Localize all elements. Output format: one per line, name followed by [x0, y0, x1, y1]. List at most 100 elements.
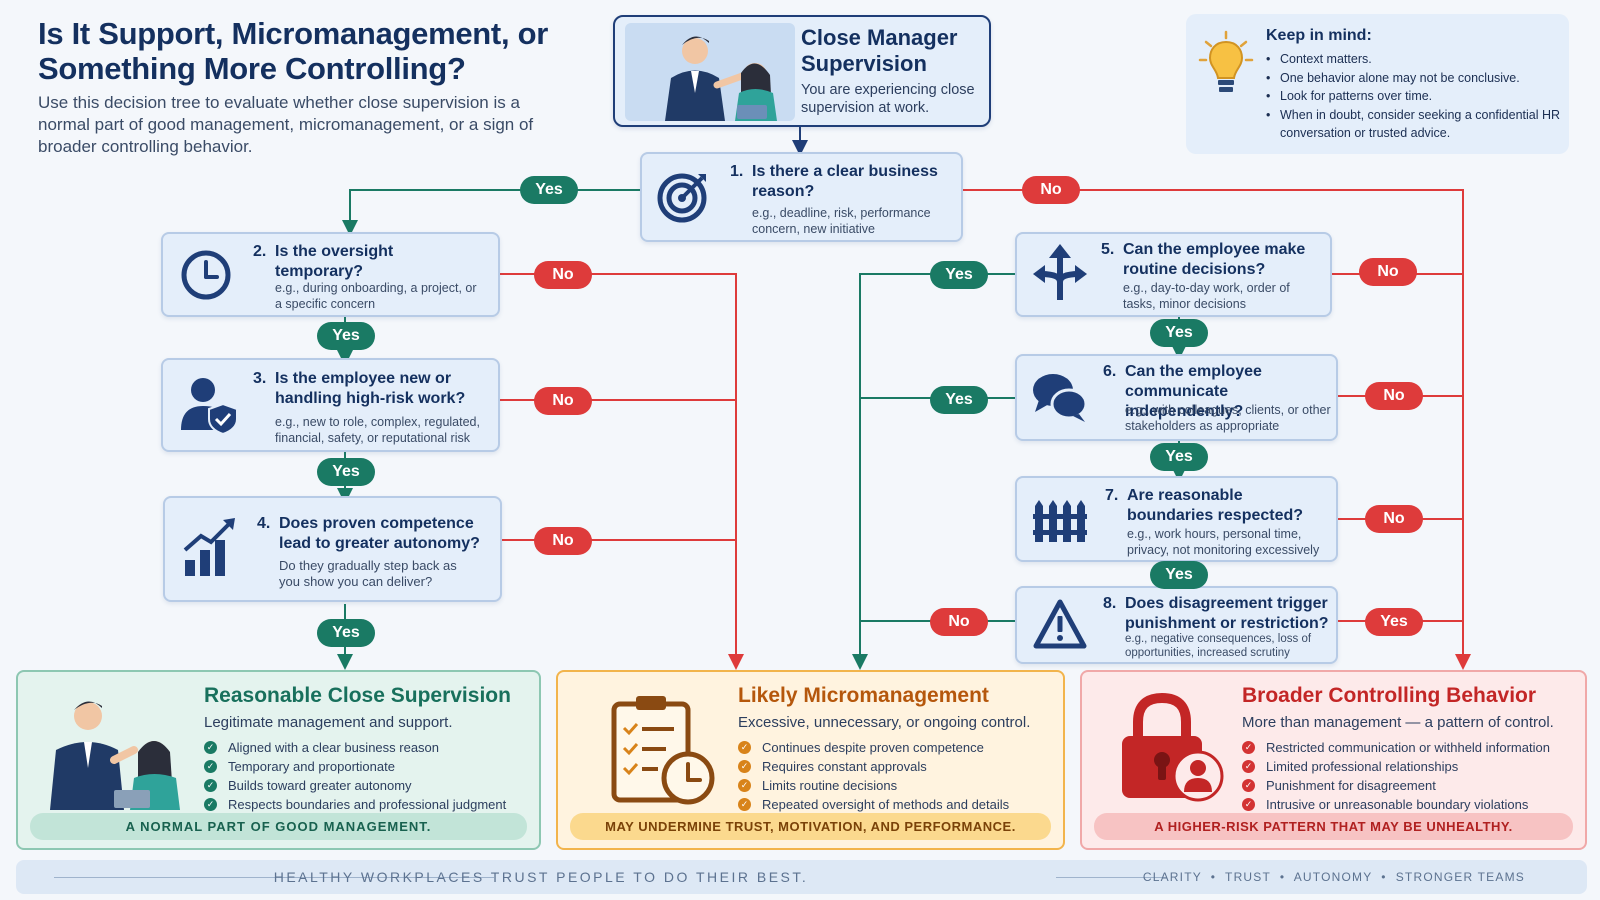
keep-in-mind-item: When in doubt, consider seeking a confid… — [1266, 106, 1561, 143]
list-item: ✓Limited professional relationships — [1242, 757, 1550, 776]
clock-icon — [181, 250, 231, 300]
question-example: Do they gradually step back as you show … — [279, 558, 457, 589]
yes-label: Yes — [317, 619, 375, 647]
question-number: 2. — [253, 243, 267, 260]
question-number: 5. — [1101, 241, 1115, 258]
question-1-box: 1. Is there a clear business reason? e.g… — [640, 152, 963, 242]
outcome-band: A HIGHER-RISK PATTERN THAT MAY BE UNHEAL… — [1094, 813, 1573, 840]
outcome-list: ✓Restricted communication or withheld in… — [1242, 738, 1550, 814]
manager-employee-illustration — [50, 701, 180, 810]
chat-bubbles-icon — [1033, 374, 1088, 422]
no-label: No — [1359, 258, 1417, 286]
no-label: No — [534, 387, 592, 415]
question-text: Is the employee new or handling high-ris… — [275, 370, 466, 407]
list-item: ✓Punishment for disagreement — [1242, 776, 1550, 795]
outcome-title: Broader Controlling Behavior — [1242, 684, 1537, 707]
question-text: Does proven competence lead to greater a… — [279, 515, 480, 552]
footer-bar: HEALTHY WORKPLACES TRUST PEOPLE TO DO TH… — [16, 860, 1587, 894]
question-2-box: 2. Is the oversight temporary? e.g., dur… — [161, 232, 500, 317]
question-text: Is the oversight temporary? — [275, 243, 394, 280]
question-6-box: 6. Can the employee communicate independ… — [1015, 354, 1338, 441]
yes-label: Yes — [317, 458, 375, 486]
question-8-box: 8. Does disagreement trigger punishment … — [1015, 586, 1338, 664]
check-icon: ✓ — [738, 760, 751, 773]
question-example: e.g., work hours, personal time, privacy… — [1127, 527, 1320, 557]
question-example: e.g., negative consequences, loss of opp… — [1125, 633, 1312, 659]
manager-employee-illustration — [625, 23, 795, 121]
question-text: Can the employee communicate independent… — [1125, 363, 1262, 420]
outcome-band: A NORMAL PART OF GOOD MANAGEMENT. — [30, 813, 527, 840]
check-icon: ✓ — [204, 760, 217, 773]
question-7-box: 7. Are reasonable boundaries respected? … — [1015, 476, 1338, 562]
keep-in-mind-box: Keep in mind: Context matters. One behav… — [1186, 14, 1569, 154]
outcome-micromanagement: Likely Micromanagement Excessive, unnece… — [556, 670, 1065, 850]
warning-icon — [1033, 599, 1087, 649]
question-5-box: 5. Can the employee make routine decisio… — [1015, 232, 1332, 317]
question-text: Is there a clear business reason? — [752, 163, 938, 200]
start-text: You are experiencing close supervision a… — [801, 82, 975, 116]
no-label: No — [1365, 505, 1423, 533]
question-text: Does disagreement trigger punishment or … — [1125, 595, 1329, 632]
question-example: e.g., deadline, risk, performance concer… — [752, 206, 931, 236]
page-subtitle: Use this decision tree to evaluate wheth… — [38, 93, 534, 156]
start-title: Close Manager Supervision — [801, 25, 958, 76]
outcome-title: Reasonable Close Supervision — [204, 684, 511, 707]
question-number: 6. — [1103, 363, 1117, 380]
yes-label: Yes — [317, 322, 375, 350]
question-example: e.g., with colleagues, clients, or other… — [1125, 403, 1331, 433]
check-icon: ✓ — [204, 798, 217, 811]
list-item: ✓Requires constant approvals — [738, 757, 1009, 776]
outcome-title: Likely Micromanagement — [738, 684, 989, 707]
footer-values: CLARITY • TRUST • AUTONOMY • STRONGER TE… — [1142, 870, 1525, 884]
outcome-reasonable-supervision: Reasonable Close Supervision Legitimate … — [16, 670, 541, 850]
target-icon — [657, 173, 707, 223]
outcome-list: ✓Continues despite proven competence ✓Re… — [738, 738, 1009, 814]
list-item: ✓Repeated oversight of methods and detai… — [738, 795, 1009, 814]
check-icon: ✓ — [738, 798, 751, 811]
check-icon: ✓ — [1242, 779, 1255, 792]
outcome-band: MAY UNDERMINE TRUST, MOTIVATION, AND PER… — [570, 813, 1051, 840]
check-icon: ✓ — [738, 779, 751, 792]
outcome-subtitle: More than management — a pattern of cont… — [1242, 714, 1554, 731]
list-item: ✓Aligned with a clear business reason — [204, 738, 506, 757]
list-item: ✓Intrusive or unreasonable boundary viol… — [1242, 795, 1550, 814]
list-item: ✓Continues despite proven competence — [738, 738, 1009, 757]
check-icon: ✓ — [1242, 760, 1255, 773]
question-text: Are reasonable boundaries respected? — [1127, 487, 1304, 524]
no-label: No — [534, 261, 592, 289]
yes-label: Yes — [1150, 319, 1208, 347]
list-item: ✓Limits routine decisions — [738, 776, 1009, 795]
question-example: e.g., during onboarding, a project, or a… — [275, 281, 477, 311]
question-example: e.g., new to role, complex, regulated, f… — [275, 415, 480, 445]
keep-in-mind-title: Keep in mind: — [1266, 27, 1372, 44]
directions-icon — [1033, 244, 1087, 300]
question-4-box: 4. Does proven competence lead to greate… — [163, 496, 502, 602]
lightbulb-icon — [1198, 30, 1254, 92]
question-number: 1. — [730, 163, 744, 180]
padlock-user-icon — [1122, 692, 1224, 802]
clipboard-clock-icon — [611, 696, 715, 805]
list-item: ✓Restricted communication or withheld in… — [1242, 738, 1550, 757]
list-item: ✓Temporary and proportionate — [204, 757, 506, 776]
check-icon: ✓ — [204, 741, 217, 754]
start-box: Close Manager Supervision You are experi… — [613, 15, 991, 127]
keep-in-mind-item: Look for patterns over time. — [1266, 87, 1561, 106]
footer-divider — [54, 877, 494, 878]
yes-label: Yes — [1365, 608, 1423, 636]
check-icon: ✓ — [204, 779, 217, 792]
keep-in-mind-item: Context matters. — [1266, 50, 1561, 69]
footer-tagline: HEALTHY WORKPLACES TRUST PEOPLE TO DO TH… — [273, 869, 809, 885]
question-number: 3. — [253, 370, 267, 387]
keep-in-mind-list: Context matters. One behavior alone may … — [1266, 50, 1561, 143]
question-number: 7. — [1105, 487, 1119, 504]
no-label: No — [1022, 176, 1080, 204]
list-item: ✓Respects boundaries and professional ju… — [204, 795, 506, 814]
check-icon: ✓ — [738, 741, 751, 754]
yes-label: Yes — [520, 176, 578, 204]
page-title: Is It Support, Micromanagement, or Somet… — [38, 16, 548, 86]
question-3-box: 3. Is the employee new or handling high-… — [161, 358, 500, 452]
check-icon: ✓ — [1242, 741, 1255, 754]
yes-label: Yes — [930, 261, 988, 289]
question-example: e.g., day-to-day work, order of tasks, m… — [1123, 281, 1290, 311]
no-label: No — [534, 527, 592, 555]
